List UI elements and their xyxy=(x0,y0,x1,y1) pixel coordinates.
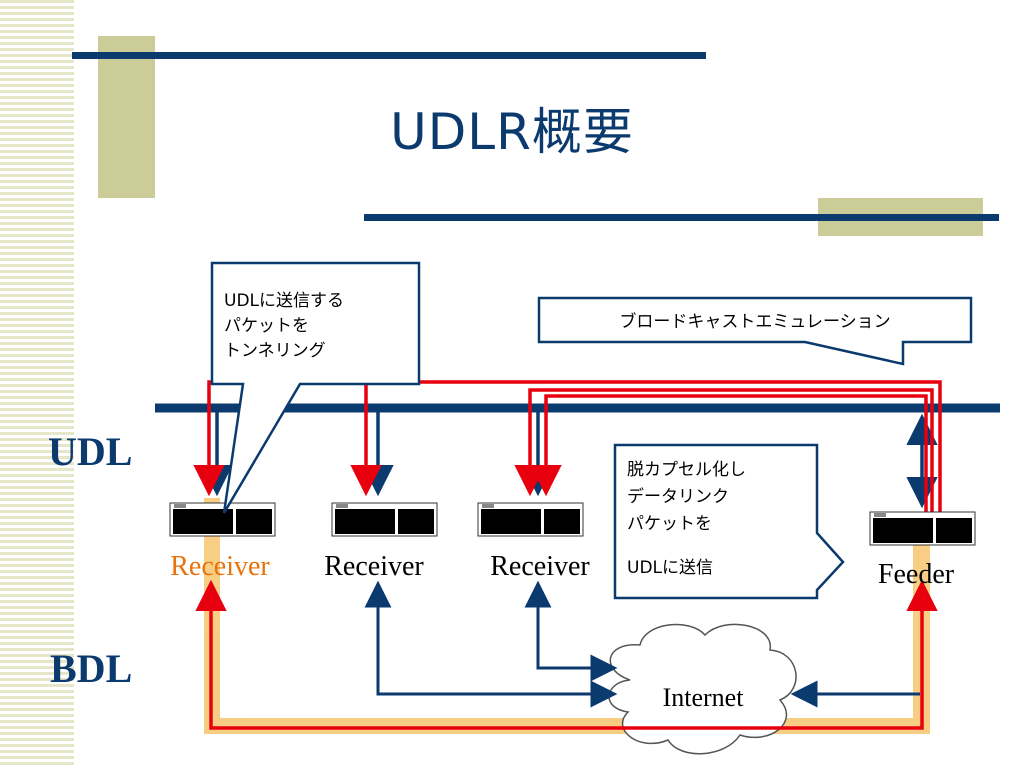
title-accent-block xyxy=(98,36,155,198)
tunneling-callout-line: トンネリング xyxy=(224,341,326,361)
internet-cloud: Internet xyxy=(608,623,797,755)
bdl-internet-links xyxy=(364,580,920,708)
receiver-device xyxy=(331,502,438,537)
decapsulate-callout-line: データリンク xyxy=(627,486,729,507)
internet-label: Internet xyxy=(663,683,745,712)
receiver-label: Receiver xyxy=(324,551,424,582)
bottom-rule xyxy=(364,214,999,221)
udl-label: UDL xyxy=(48,429,132,474)
decapsulate-callout: 脱カプセル化し データリンク パケットを UDLに送信 xyxy=(613,443,845,600)
tunnel-paths xyxy=(193,380,942,730)
receiver-label: Receiver xyxy=(170,551,270,582)
tunneling-callout-line: パケットを xyxy=(224,316,309,336)
decapsulate-callout-line: UDLに送信 xyxy=(627,558,713,578)
receiver-device xyxy=(169,502,276,537)
top-rule xyxy=(72,52,706,59)
feeder-device xyxy=(869,511,976,546)
tunneling-callout: UDLに送信する パケットを トンネリング xyxy=(210,261,421,514)
tunneling-callout-line: UDLに送信する xyxy=(224,291,344,311)
slide-title: UDLR概要 xyxy=(390,103,634,161)
decapsulate-callout-line: パケットを xyxy=(627,514,712,534)
bdl-label: BDL xyxy=(50,646,132,691)
broadcast-callout-text: ブロードキャストエミュレーション xyxy=(619,311,890,332)
receiver-label: Receiver xyxy=(490,551,590,582)
receiver-device xyxy=(477,502,584,537)
left-stripe-decoration xyxy=(0,0,74,768)
decapsulate-callout-line: 脱カプセル化し xyxy=(627,460,746,480)
broadcast-callout: ブロードキャストエミュレーション xyxy=(537,296,973,366)
feeder-label: Feeder xyxy=(878,559,955,590)
